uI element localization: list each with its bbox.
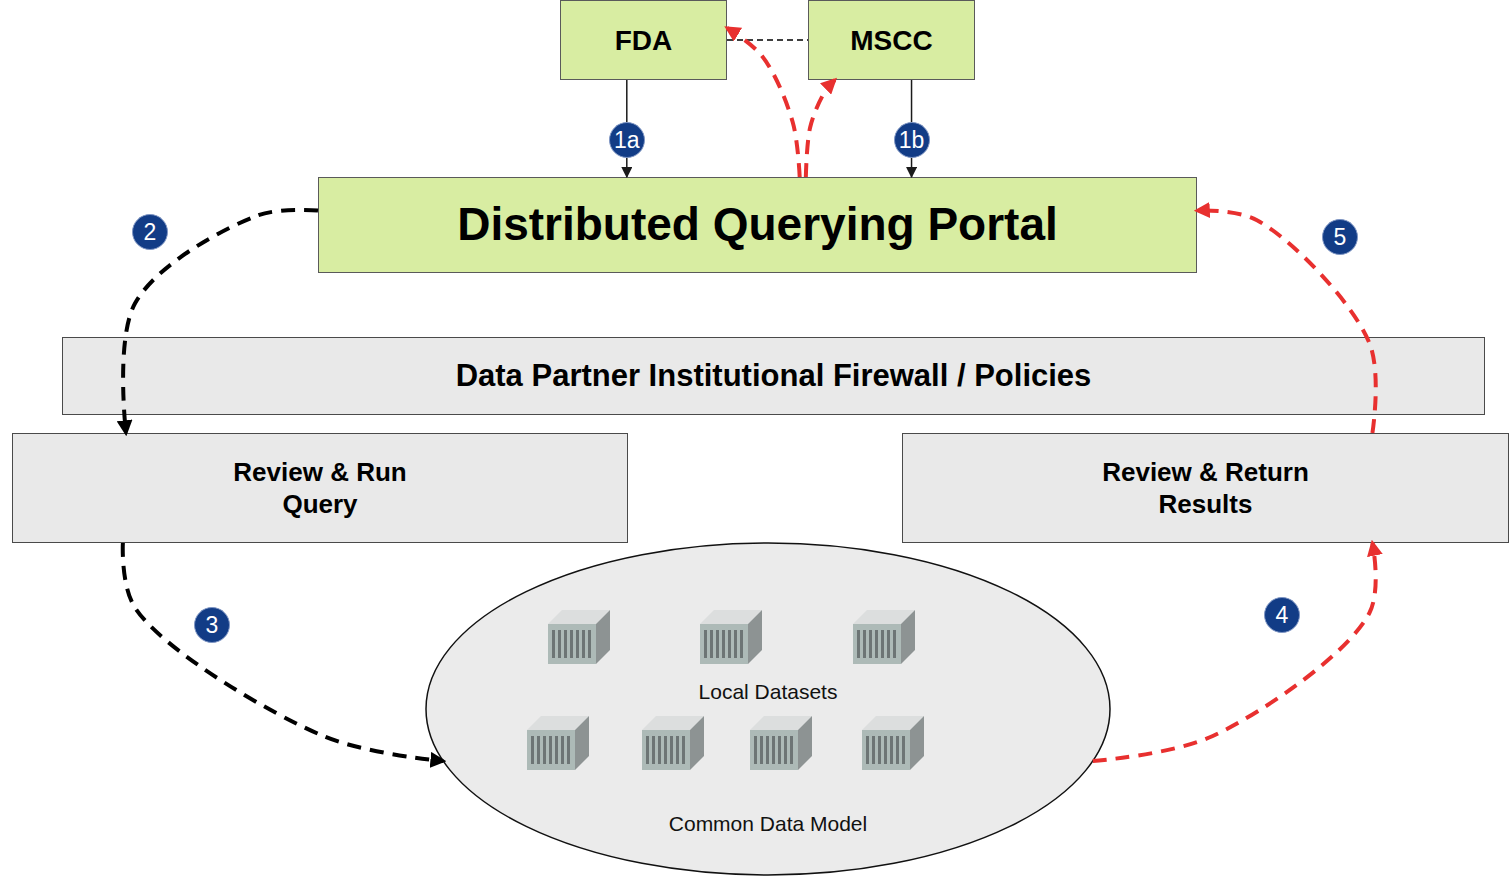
callout-number: 1b <box>894 122 930 158</box>
ellipse-label: Local Datasets <box>425 680 1111 704</box>
firewall-band: Data Partner Institutional Firewall / Po… <box>62 337 1485 415</box>
query-arrow <box>123 543 443 761</box>
result-arrow <box>1093 543 1376 761</box>
server-icon <box>642 716 704 770</box>
callout-number: 4 <box>1264 597 1300 633</box>
result-arrow <box>806 80 835 177</box>
box-label: Distributed Querying Portal <box>457 196 1058 254</box>
link-line <box>727 39 808 41</box>
result-arrow <box>727 28 800 177</box>
box-label: Data Partner Institutional Firewall / Po… <box>456 357 1092 396</box>
callout-number: 2 <box>132 214 168 250</box>
server-icon <box>862 716 924 770</box>
portal-box: Distributed Querying Portal <box>318 177 1197 273</box>
server-icon <box>853 610 915 664</box>
agency-box: FDA <box>560 0 727 80</box>
dataset-ellipse: Local DatasetsCommon Data Model <box>425 542 1111 876</box>
box-label: FDA <box>615 23 673 58</box>
server-icon <box>527 716 589 770</box>
server-icon <box>750 716 812 770</box>
server-icon <box>548 610 610 664</box>
agency-box: MSCC <box>808 0 975 80</box>
process-box: Review & Run Query <box>12 433 628 543</box>
box-label: MSCC <box>850 23 932 58</box>
callout-number: 3 <box>194 607 230 643</box>
box-label: Review & Run Query <box>200 456 440 521</box>
ellipse-label: Common Data Model <box>425 812 1111 836</box>
process-box: Review & Return Results <box>902 433 1509 543</box>
box-label: Review & Return Results <box>1056 456 1356 521</box>
server-icon <box>700 610 762 664</box>
callout-number: 5 <box>1322 219 1358 255</box>
ellipse-shape <box>426 543 1110 875</box>
callout-number: 1a <box>609 122 645 158</box>
